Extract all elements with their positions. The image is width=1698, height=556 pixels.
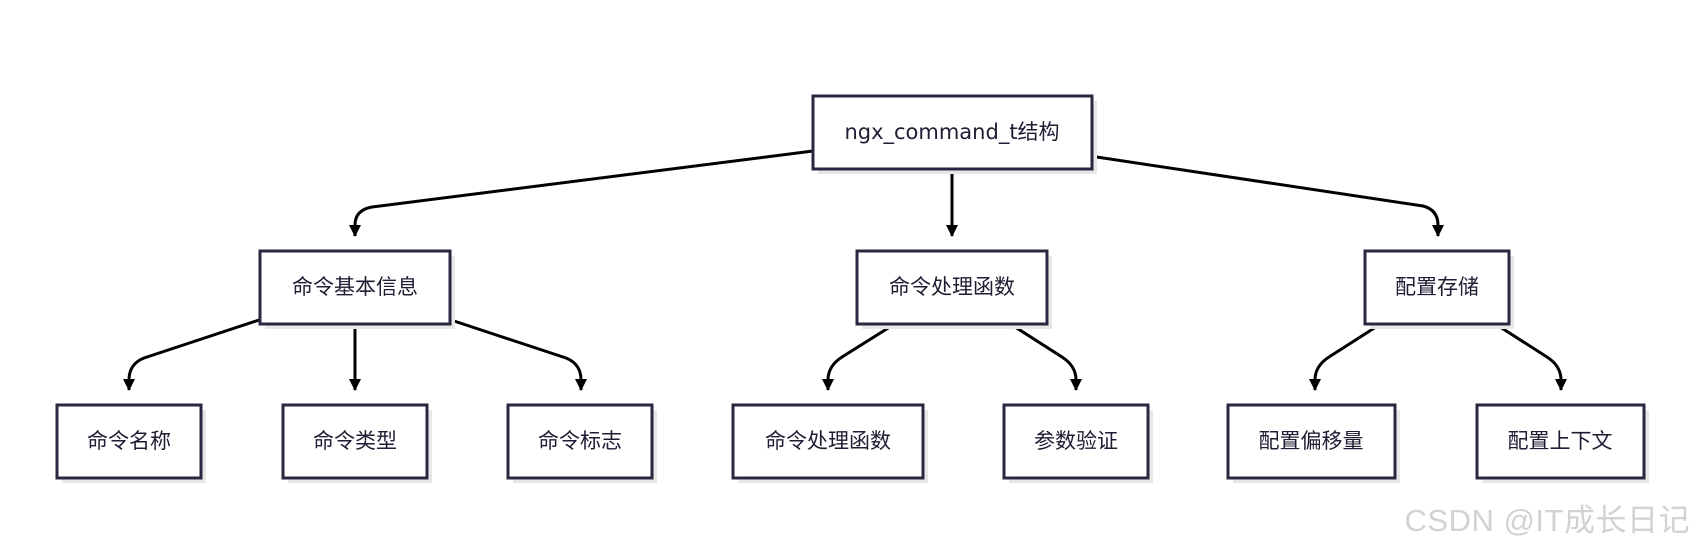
node-handler-function-label: 命令处理函数 xyxy=(765,429,891,453)
node-handler: 命令处理函数 xyxy=(855,249,1052,329)
watermark-text: CSDN @IT成长日记 xyxy=(1404,503,1690,538)
edge-root-to-storage xyxy=(1089,154,1444,237)
node-config-offset: 配置偏移量 xyxy=(1226,403,1400,483)
node-command-type-label: 命令类型 xyxy=(313,429,397,453)
edges xyxy=(123,149,1567,391)
edge-root-to-basic-info xyxy=(349,149,814,237)
node-command-name: 命令名称 xyxy=(55,403,206,483)
node-param-validation: 参数验证 xyxy=(1002,403,1153,483)
node-config-context: 配置上下文 xyxy=(1475,403,1649,483)
edge-storage-to-context xyxy=(1496,323,1567,391)
node-handler-function: 命令处理函数 xyxy=(731,403,928,483)
node-command-name-label: 命令名称 xyxy=(87,429,171,453)
node-command-type: 命令类型 xyxy=(281,403,432,483)
node-config-context-label: 配置上下文 xyxy=(1508,429,1613,453)
node-storage: 配置存储 xyxy=(1363,249,1514,329)
edge-handler-to-validate xyxy=(1011,323,1082,391)
edge-handler-to-func xyxy=(822,323,894,391)
nodes: ngx_command_t结构 命令基本信息 命令处理函数 配置存储 命令名称 xyxy=(55,94,1649,483)
edge-storage-to-offset xyxy=(1309,323,1380,391)
node-command-flag: 命令标志 xyxy=(506,403,657,483)
node-config-offset-label: 配置偏移量 xyxy=(1259,429,1364,453)
node-handler-label: 命令处理函数 xyxy=(889,275,1015,299)
node-basic-info-label: 命令基本信息 xyxy=(292,275,418,299)
node-command-flag-label: 命令标志 xyxy=(538,429,622,453)
node-root-label: ngx_command_t结构 xyxy=(844,120,1059,145)
edge-basic-info-to-name xyxy=(123,317,263,391)
node-param-validation-label: 参数验证 xyxy=(1034,429,1118,453)
node-root: ngx_command_t结构 xyxy=(811,94,1097,174)
node-basic-info: 命令基本信息 xyxy=(258,249,455,329)
edge-basic-info-to-flag xyxy=(447,317,587,391)
node-storage-label: 配置存储 xyxy=(1395,275,1479,299)
